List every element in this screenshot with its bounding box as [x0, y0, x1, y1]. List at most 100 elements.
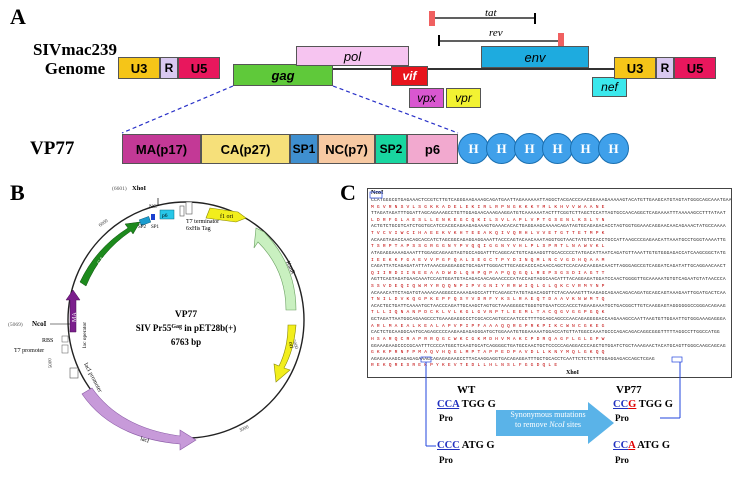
protein-sequence-line: G K K P R N F P M A Q V H Q G L M P T A …	[371, 350, 605, 356]
his-circle-label: H	[496, 140, 507, 156]
ncoi-site-highlight-3	[671, 356, 683, 363]
protein-sequence-line: R E K Q R E S R E K P Y K E V T E D L L …	[371, 363, 558, 369]
dna-sequence-line: ACACTGCTGATTCAAAATGCTAACCCAGATTGCAAGCTAG…	[371, 303, 726, 309]
panel-a-label: A	[10, 4, 26, 29]
wt-codon-1: CCA TGG G	[437, 399, 496, 410]
gene-gag: gag	[233, 64, 333, 86]
sp1-label: SP1	[151, 225, 160, 230]
dna-sequence-line: GCTAGATTAATGGCAGAAGCCCTGAAAGAGGCCCTCGCAC…	[371, 317, 726, 323]
p6-block	[159, 209, 175, 220]
zoom-lines	[121, 85, 459, 134]
dna-sequence-line: AGAGAAAAGCAGAGAGAAAGCAGAGAGAAGCCTTACAAGG…	[371, 356, 655, 362]
tick-2000: 2000	[290, 339, 298, 351]
tat-exon1	[429, 11, 435, 26]
protein-sequence-line: Q I I R D I I N E E A A D W D L Q H P Q …	[371, 270, 605, 276]
wt-codon-1-rest: TGG G	[459, 399, 496, 410]
gene-u3-right-label: U3	[626, 60, 644, 76]
wt-codon-1-pro: CCA	[437, 399, 460, 410]
gene-vpx: vpx	[409, 88, 444, 108]
ma-arrow	[65, 289, 81, 333]
domain-nc-label: NC(p7)	[325, 141, 368, 157]
mutation-text-italic: NcoI	[549, 420, 565, 429]
sequence-box: NcoI CCATGGGCGTGAGAAACTCCGTCTTGTCAGGGAAG…	[367, 188, 732, 378]
gene-vif: vif	[391, 66, 428, 86]
gene-gag-label: gag	[271, 67, 295, 83]
gene-r-right: R	[656, 57, 674, 79]
tick-3000: 3000	[239, 425, 251, 434]
protein-sequence-line: M G V R N S V L S G K K A D E L E K I R …	[371, 204, 605, 210]
gene-u3-left: U3	[118, 57, 160, 79]
rbs-label: RBS	[42, 338, 53, 344]
protein-sequence-line: T N I L D V K Q G P K E P F Q S Y V D R …	[371, 297, 605, 303]
domain-sp1: SP1	[290, 134, 318, 164]
plasmid-description: SIV Pr55Gag in pET28b(+)	[136, 323, 236, 333]
wt-pro-2: Pro	[439, 455, 453, 465]
dna-sequence-line: CCATGGGCGTGAGAAACTCCGTCTTGTCAGGGAAGAAAGC…	[371, 198, 732, 203]
kanr-label: KanR	[284, 260, 295, 275]
nc-label: NC	[149, 204, 157, 210]
kanr-arrow	[253, 227, 297, 311]
his-tag-box	[179, 205, 185, 217]
domain-ma: MA(p17)	[122, 134, 201, 164]
vp77-codon-2: CCA ATG G	[613, 440, 670, 451]
protein-sequence-line: T L L I Q N A N P D C K L V L K G L G V …	[371, 310, 605, 316]
mutation-text-prefix: to remove	[514, 420, 550, 429]
panel-c-label: C	[340, 180, 356, 205]
f1-ori-label: f1 ori	[220, 213, 233, 220]
ori-arrow	[273, 324, 297, 383]
his-circle: H	[486, 133, 517, 164]
dna-sequence-line: ATAGAGGAAAAGAAATTTGGAGCAGAAGTAGTGCCAGGAT…	[371, 250, 726, 256]
ncoi-tag: NcoI	[371, 190, 384, 196]
domain-sp1-label: SP1	[292, 142, 316, 156]
rev-label: rev	[489, 27, 503, 39]
plasmid-map: 6000 5000 4000 3000 2000 1000 f1 ori Kan…	[8, 185, 305, 451]
gene-vif-label: vif	[402, 69, 417, 83]
mutation-arrow-text: Synonymous mutations to remove NcoI site…	[498, 410, 598, 430]
vp77-codon-1-mut: G	[628, 399, 637, 410]
laci-arrow	[81, 387, 197, 451]
his-circle-label: H	[468, 140, 479, 156]
gene-r-right-label: R	[660, 61, 670, 75]
dna-sequence-line: AGTTCAGTAGATGAACAAATCCAGTGGATGTACAGACAAC…	[371, 277, 726, 283]
gene-u3-left-label: U3	[130, 60, 148, 76]
sequence-lines: CCATGGGCGTGAGAAACTCCGTCTTGTCAGGGAAGAAAGC…	[371, 198, 731, 370]
ca-label: CA	[97, 255, 107, 266]
tick-6000: 6000	[98, 219, 109, 229]
tat-rev-exons	[429, 11, 564, 47]
protein-sequence-line: T S R P T A P S S G R G G N Y P V Q Q I …	[371, 244, 605, 250]
rbs-box	[61, 335, 69, 343]
tat-label: tat	[485, 7, 497, 19]
mutation-text-suffix: sites	[564, 420, 581, 429]
vp77-codon-2-cc: CC	[613, 440, 629, 451]
laci-label: lacI	[139, 436, 149, 444]
domain-p6: p6	[407, 134, 458, 164]
genome-title-line2: Genome	[44, 59, 106, 78]
his-circle: H	[570, 133, 601, 164]
his-circle: H	[514, 133, 545, 164]
dna-sequence-line: CAGATTATCAGAGATATTATAAACGAGGAGGCTGCAGATT…	[371, 264, 726, 270]
xhoi-position: (6601)	[112, 185, 127, 192]
vp77-codon-2-mut: A	[628, 440, 636, 451]
domain-ca-label: CA(p27)	[220, 141, 271, 157]
wt-codon-2: CCC ATG G	[437, 440, 495, 451]
nc-block	[138, 216, 152, 226]
gene-u5-right: U5	[674, 57, 716, 79]
vp77-title: VP77	[30, 138, 75, 159]
gene-env: env	[481, 46, 589, 68]
vp77-codon-1: CCG TGG G	[613, 399, 673, 410]
ncoi-site-highlight-2	[420, 356, 432, 363]
gene-u5-left: U5	[178, 57, 220, 79]
protein-sequence-line: A R L M A E A L K E A L A P V P I P F A …	[371, 323, 605, 329]
domain-ca: CA(p27)	[201, 134, 290, 164]
dna-sequence-line: CACTCTGCAAGGCAATGCAGAGCCCCAAGAAGAGAGGGAT…	[371, 330, 720, 336]
sp2-label: SP2	[138, 225, 147, 230]
gene-pol-label: pol	[343, 48, 362, 64]
gene-pol: pol	[296, 46, 409, 66]
genome-title: SIVmac239 Genome	[20, 40, 130, 78]
domain-p6-label: p6	[424, 141, 441, 157]
vp77-codon-1-cc: CC	[613, 399, 629, 410]
his-circle: H	[598, 133, 629, 164]
ncoi-position: (5069)	[8, 321, 23, 328]
t7-promoter-box	[61, 344, 69, 354]
